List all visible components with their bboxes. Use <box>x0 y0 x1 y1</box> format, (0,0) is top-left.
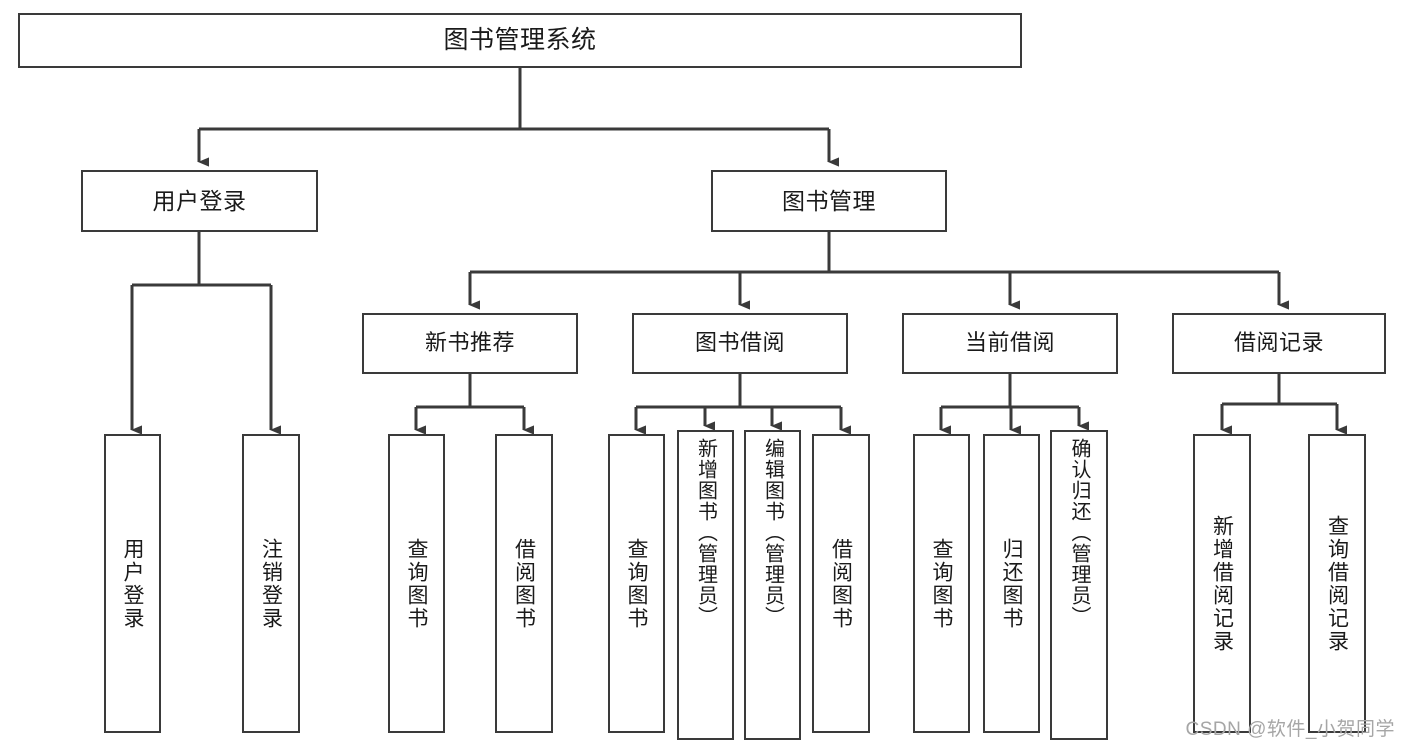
node-leaf-query-book-current-label: 查询图书 <box>930 537 953 630</box>
node-leaf-user-login[interactable]: 用户登录 <box>104 434 161 733</box>
node-leaf-add-borrow-record-label: 新增借阅记录 <box>1210 514 1234 653</box>
node-leaf-return-book[interactable]: 归还图书 <box>983 434 1040 733</box>
node-current-borrow[interactable]: 当前借阅 <box>902 313 1118 374</box>
node-leaf-borrow-book[interactable]: 借阅图书 <box>812 434 870 733</box>
node-leaf-edit-book[interactable]: 编辑图书（管理员） <box>744 430 801 740</box>
node-borrow-record[interactable]: 借阅记录 <box>1172 313 1386 374</box>
node-book-management-label: 图书管理 <box>782 187 876 214</box>
node-leaf-borrow-book-label: 借阅图书 <box>829 537 853 630</box>
node-leaf-query-book-new[interactable]: 查询图书 <box>388 434 445 733</box>
node-leaf-query-book-new-label: 查询图书 <box>405 537 428 630</box>
node-leaf-logout[interactable]: 注销登录 <box>242 434 300 733</box>
node-leaf-borrow-book-new[interactable]: 借阅图书 <box>495 434 553 733</box>
node-leaf-query-borrow-record[interactable]: 查询借阅记录 <box>1308 434 1366 733</box>
node-leaf-edit-book-label: 编辑图书（管理员） <box>761 438 784 627</box>
node-leaf-logout-label: 注销登录 <box>259 537 283 630</box>
node-new-book-recommend[interactable]: 新书推荐 <box>362 313 578 374</box>
node-leaf-return-book-label: 归还图书 <box>1000 537 1023 630</box>
node-user-login[interactable]: 用户登录 <box>81 170 318 232</box>
node-leaf-add-borrow-record[interactable]: 新增借阅记录 <box>1193 434 1251 733</box>
node-leaf-user-login-label: 用户登录 <box>121 537 144 630</box>
node-leaf-query-book-borrow-label: 查询图书 <box>625 537 648 630</box>
node-leaf-borrow-book-new-label: 借阅图书 <box>512 537 536 630</box>
node-leaf-confirm-return-label: 确认归还（管理员） <box>1068 438 1090 627</box>
node-leaf-query-book-borrow[interactable]: 查询图书 <box>608 434 665 733</box>
node-book-borrow-label: 图书借阅 <box>694 330 785 356</box>
node-user-login-label: 用户登录 <box>152 187 247 214</box>
watermark-text: CSDN @软件_小贺同学 <box>1185 719 1395 740</box>
node-borrow-record-label: 借阅记录 <box>1233 330 1324 356</box>
node-leaf-query-book-current[interactable]: 查询图书 <box>913 434 970 733</box>
node-current-borrow-label: 当前借阅 <box>964 330 1055 356</box>
node-book-management[interactable]: 图书管理 <box>711 170 947 232</box>
node-leaf-add-book-label: 新增图书（管理员） <box>694 438 717 627</box>
node-root[interactable]: 图书管理系统 <box>18 13 1022 68</box>
node-new-book-recommend-label: 新书推荐 <box>424 330 515 356</box>
node-root-label: 图书管理系统 <box>443 26 597 55</box>
node-leaf-confirm-return[interactable]: 确认归还（管理员） <box>1050 430 1108 740</box>
node-book-borrow[interactable]: 图书借阅 <box>632 313 848 374</box>
node-leaf-add-book[interactable]: 新增图书（管理员） <box>677 430 734 740</box>
node-leaf-query-borrow-record-label: 查询借阅记录 <box>1325 514 1349 653</box>
